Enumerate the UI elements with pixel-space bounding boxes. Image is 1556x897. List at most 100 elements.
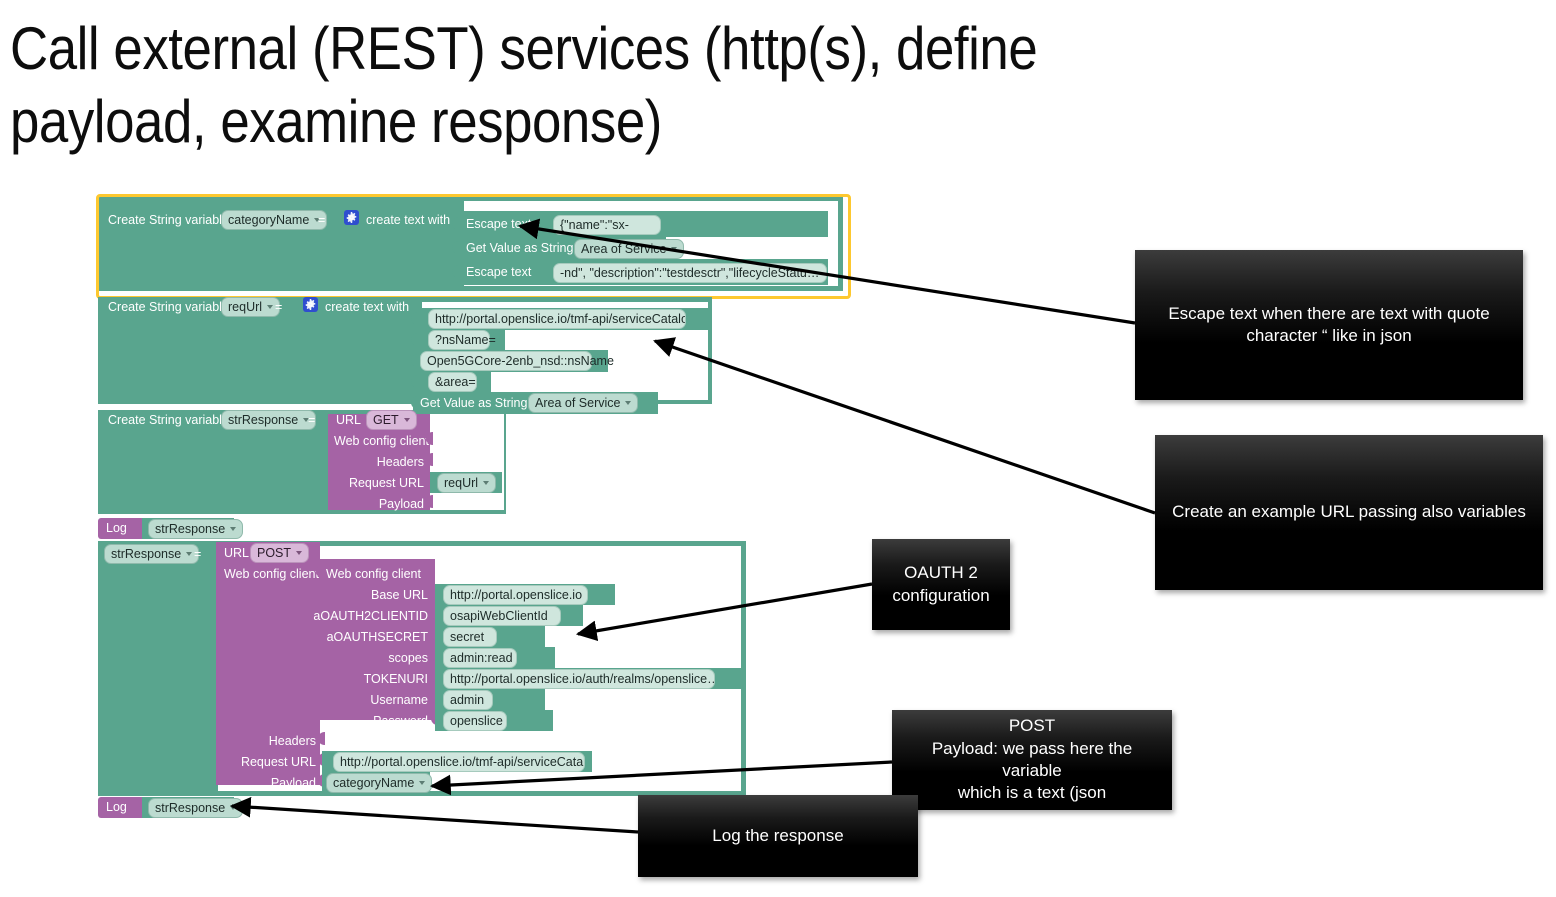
gear-icon[interactable] [303,297,318,312]
chevron-down-icon [314,218,321,222]
chevron-down-icon [671,247,678,251]
web-config-row-0-value[interactable]: http://portal.openslice.io [443,585,588,605]
web-config-client-block[interactable] [320,559,435,720]
callout-escape-text: Escape text when there are text with quo… [1135,250,1523,400]
block-2-socket-3 [411,375,418,388]
block-1-socket-1 [452,241,459,254]
chevron-down-icon [403,418,410,422]
callout-post-payload: POST Payload: we pass here the variable … [892,710,1172,810]
web-config-socket-6 [431,712,438,725]
web-config-row-4-label: TOKENURI [363,672,428,686]
block-3-method-dropdown[interactable]: GET [366,410,417,430]
web-config-row-2-value[interactable]: secret [443,627,497,647]
block-4-socket-1 [318,753,325,766]
block-2-socket-4 [411,396,418,409]
block-4-payload-value[interactable]: categoryName [326,773,433,793]
block-4-row-2-label: Payload [270,776,316,790]
chevron-down-icon [267,305,274,309]
block-1-row-0-label: Escape text [466,217,532,231]
block-3-row-0-label: Web config client [334,434,429,448]
chevron-down-icon [230,806,237,810]
block-3-socket-1 [426,453,433,466]
block-1-variable-value: categoryName [228,213,310,227]
log-block-2-value[interactable]: strResponse [148,798,244,818]
block-1-row-0-value[interactable]: {"name":"sx- [553,215,661,235]
block-4-request-url-value[interactable]: http://portal.openslice.io/tmf-api/servi… [333,752,585,772]
chevron-down-icon [483,481,490,485]
web-config-row-2-label: aOAUTHSECRET [326,630,428,644]
block-1-row-2-label: Escape text [466,265,532,279]
web-config-row-4-value[interactable]: http://portal.openslice.io/auth/realms/o… [443,669,715,689]
block-2-row-3-value[interactable]: &area= [428,372,477,392]
block-1-variable-dropdown[interactable]: categoryName [221,210,328,230]
block-3-socket-0 [426,432,433,445]
block-4-socket-0 [318,732,325,745]
web-config-socket-2 [431,628,438,641]
block-1-op-label: create text with [366,213,451,227]
blockly-workspace[interactable]: Create String variable categoryName = cr… [96,194,858,826]
block-2-op-label: create text with [325,300,410,314]
web-config-row-3-value[interactable]: admin:read [443,648,517,668]
web-config-row-0-label: Base URL [371,588,428,602]
block-1-socket-2 [452,265,459,278]
log-block-2-label: Log [106,800,127,814]
web-config-row-3-label: scopes [388,651,428,665]
block-2-row-1-value[interactable]: ?nsName= [428,330,496,350]
block-1-row-2-value[interactable]: -nd", "description":"testdesctr","lifecy… [553,263,827,283]
chevron-down-icon [303,418,310,422]
web-config-row-6-label: Password [373,714,428,728]
block-3-op-label: URL [336,413,362,427]
web-config-socket-5 [431,691,438,704]
block-2-row-0-value[interactable]: http://portal.openslice.io/tmf-api/servi… [428,309,686,329]
block-1-row-1-value[interactable]: Area of Service [574,239,685,259]
web-config-socket-1 [431,607,438,620]
gear-icon[interactable] [344,210,359,225]
block-4-equals: = [194,547,202,561]
callout-oauth-configuration: OAUTH 2 configuration [872,539,1010,630]
log-block-1-value[interactable]: strResponse [148,519,244,539]
log-block-1-label: Log [106,521,127,535]
block-4-op-label: URL [224,546,250,560]
block-2-create-text-body[interactable] [296,302,422,400]
web-config-row-5-label: Username [370,693,428,707]
block-4-method-dropdown[interactable]: POST [250,543,310,563]
block-3-inner-canvas [428,414,504,510]
block-2-row-2-value[interactable]: Open5GCore-2enb_nsd::nsName [420,351,614,371]
block-2-row-4-value[interactable]: Area of Service [528,393,639,413]
log-block-2[interactable] [98,797,142,818]
log-block-1-value-text: strResponse [155,522,226,536]
block-2-equals: = [275,300,283,314]
block-2-statement-label: Create String variable [108,300,229,314]
callout-log-response: Log the response [638,795,918,877]
block-2-socket-2 [411,354,418,367]
block-3-variable-dropdown[interactable]: strResponse [221,410,317,430]
block-1-row-1-label: Get Value as String [466,241,574,255]
log-block-1[interactable] [98,518,142,539]
chevron-down-icon [230,527,237,531]
block-2-variable-dropdown[interactable]: reqUrl [221,297,281,317]
web-config-row-5-value[interactable]: admin [443,690,493,710]
block-4-variable-dropdown[interactable]: strResponse [104,544,200,564]
page-title: Call external (REST) services (http(s), … [10,15,1038,156]
block-4-url-post-body[interactable] [216,542,320,785]
block-3-row-2-label: Request URL [348,476,424,490]
block-2-row-4-label: Get Value as String [420,396,528,410]
block-3-url-get-body[interactable] [328,414,430,510]
web-config-socket-0 [431,586,438,599]
web-config-row-6-value[interactable]: openslice [443,711,507,731]
block-4-variable-value: strResponse [111,547,182,561]
block-4-payload-text: categoryName [333,776,415,790]
log-block-2-value-text: strResponse [155,801,226,815]
block-3-row-3-label: Payload [378,497,424,511]
web-config-row-1-value[interactable]: osapiWebClientId [443,606,561,626]
block-3-request-url-value[interactable]: reqUrl [437,473,497,493]
chevron-down-icon [296,551,303,555]
block-4-socket-2 [318,774,325,787]
block-3-row-1-label: Headers [376,455,424,469]
block-4-method-value: POST [257,546,292,560]
chevron-down-icon [625,401,632,405]
block-1-row-1-value-text: Area of Service [581,242,667,256]
block-2-socket-0 [411,312,418,325]
block-3-request-url-text: reqUrl [444,476,479,490]
block-3-socket-2 [426,474,433,487]
